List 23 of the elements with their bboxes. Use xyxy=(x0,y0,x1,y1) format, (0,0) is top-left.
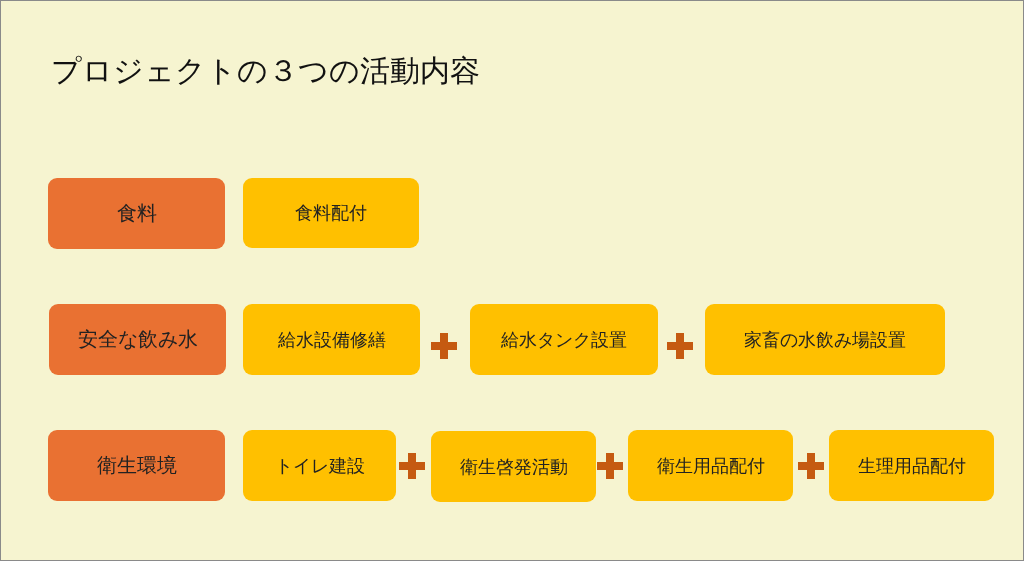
category-box xyxy=(49,304,226,375)
activity-label: 家畜の水飲み場設置 xyxy=(744,327,906,352)
activity-label: トイレ建設 xyxy=(274,453,365,478)
activity-box xyxy=(243,304,420,375)
category-label: 衛生環境 xyxy=(96,452,177,479)
activity-box xyxy=(243,178,419,248)
category-label: 安全な飲み水 xyxy=(77,326,198,353)
activity-box xyxy=(470,304,658,375)
activity-label: 食料配付 xyxy=(295,201,367,225)
activity-label: 給水タンク設置 xyxy=(501,327,627,352)
activity-label: 生理用品配付 xyxy=(857,453,966,478)
activity-label: 衛生啓発活動 xyxy=(459,454,568,479)
category-box xyxy=(48,430,225,501)
activity-box xyxy=(431,431,596,502)
activity-label: 給水設備修繕 xyxy=(277,327,386,352)
category-box xyxy=(48,178,225,249)
category-label: 食料 xyxy=(116,200,157,227)
activity-box xyxy=(628,430,793,501)
activity-label: 衛生用品配付 xyxy=(656,453,765,478)
activity-box xyxy=(829,430,994,501)
activity-box xyxy=(705,304,945,375)
slide-title: プロジェクトの３つの活動内容 xyxy=(51,52,480,90)
activity-box xyxy=(243,430,396,501)
